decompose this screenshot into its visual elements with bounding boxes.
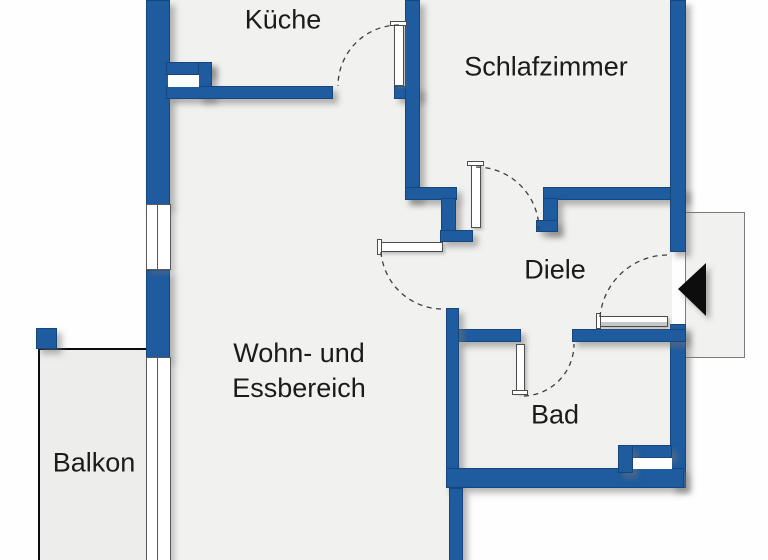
room-label-kueche: Küche <box>244 4 322 35</box>
kitchen-wall-niche <box>168 75 199 87</box>
floor-living-area <box>170 330 449 560</box>
wall-bath-bottom <box>446 468 684 488</box>
bath-door-cap <box>512 390 528 395</box>
entry-door-cap <box>596 313 601 329</box>
wall-balcony-stub <box>36 328 57 349</box>
living-diele-door-leaf <box>380 242 443 252</box>
wall-kitchen-south <box>166 86 333 99</box>
wall-bath-top-left <box>457 329 521 342</box>
room-label-bad: Bad <box>530 399 580 430</box>
wall-left-middle <box>146 270 170 358</box>
bedroom-door-cap <box>467 161 484 166</box>
wall-bedroom-left <box>405 0 420 200</box>
living-room-window <box>146 204 171 270</box>
wall-jamb-left-vertical <box>441 198 456 232</box>
wall-jamb-right-foot <box>536 220 558 232</box>
living-diele-door-cap <box>377 239 382 255</box>
kitchen-door-cap <box>390 21 407 26</box>
room-label-line1: Wohn- und <box>233 338 365 368</box>
wall-right-lower <box>670 324 686 488</box>
room-label-line2: Essbereich <box>232 373 366 403</box>
kitchen-door-leaf <box>394 24 404 86</box>
window-mullion <box>157 358 158 560</box>
bath-corner-shaft <box>633 458 672 469</box>
window-mullion <box>157 205 158 269</box>
wall-jamb-left-foot <box>440 230 473 242</box>
bath-door-leaf <box>516 344 525 393</box>
wall-bedroom-bottom-right <box>543 187 686 200</box>
wall-bedroom-bottom-left <box>405 187 457 200</box>
entrance-landing-area <box>685 212 745 358</box>
balcony-window-door <box>146 357 171 560</box>
wall-below-bath <box>449 488 463 560</box>
wall-right-upper <box>670 0 686 252</box>
room-label-diele: Diele <box>524 254 586 285</box>
bedroom-door-leaf <box>471 164 481 228</box>
room-label-schlafzimmer: Schlafzimmer <box>464 51 628 82</box>
room-label-balkon: Balkon <box>52 447 136 478</box>
wall-bath-left <box>446 308 459 488</box>
wall-bath-shaft-vertical <box>618 445 633 473</box>
entry-door-leaf <box>599 316 668 327</box>
wall-bath-top-right <box>572 329 686 342</box>
balcony-area <box>38 348 146 560</box>
room-label-wohn-essbereich: Wohn- und Essbereich <box>232 336 366 406</box>
wall-left-upper <box>146 0 170 206</box>
